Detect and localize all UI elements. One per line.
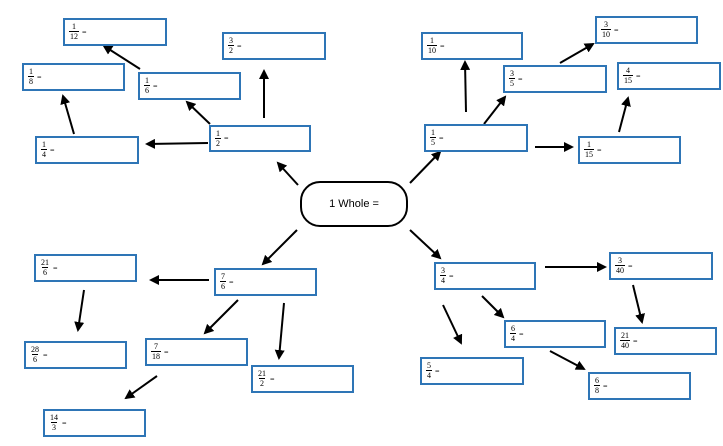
arrow-sixth-to-twelfth xyxy=(102,44,141,70)
arrow-center-to-three-quarters xyxy=(409,229,442,260)
arrow-three-quarters-to-six-quarters xyxy=(481,295,505,319)
arrow-center-to-fifth xyxy=(409,150,442,184)
arrow-half-to-quarter xyxy=(145,138,209,149)
center-label: 1 Whole = xyxy=(329,198,379,210)
arrow-fifth-to-tenth xyxy=(460,60,471,113)
arrow-center-to-half xyxy=(276,161,299,186)
arrow-three-quarters-to-five-quarters xyxy=(442,304,463,345)
arrow-fifteenth-to-four-fifteenths xyxy=(618,96,631,133)
arrow-seven-eighteenths-to-fourteen-thirds xyxy=(124,375,158,400)
arrow-quarter-to-eighth xyxy=(60,94,75,135)
arrow-three-fortieths-to-twentyone-fortieths xyxy=(632,284,645,324)
arrow-six-quarters-to-six-eighths xyxy=(549,350,586,370)
center-whole-node: 1 Whole = xyxy=(300,181,408,227)
arrow-fifth-to-three-fifths xyxy=(483,95,507,125)
arrow-three-fifths-to-three-tenths xyxy=(559,43,595,64)
arrow-center-to-seven-sixths xyxy=(261,229,298,266)
arrow-seven-sixths-to-seven-eighteenths xyxy=(203,299,239,335)
arrow-twentyone-sixths-to-twentyeight-sixths xyxy=(74,289,85,332)
arrow-half-to-sixth xyxy=(185,100,211,125)
arrow-seven-sixths-to-twentyone-halves xyxy=(274,302,285,360)
